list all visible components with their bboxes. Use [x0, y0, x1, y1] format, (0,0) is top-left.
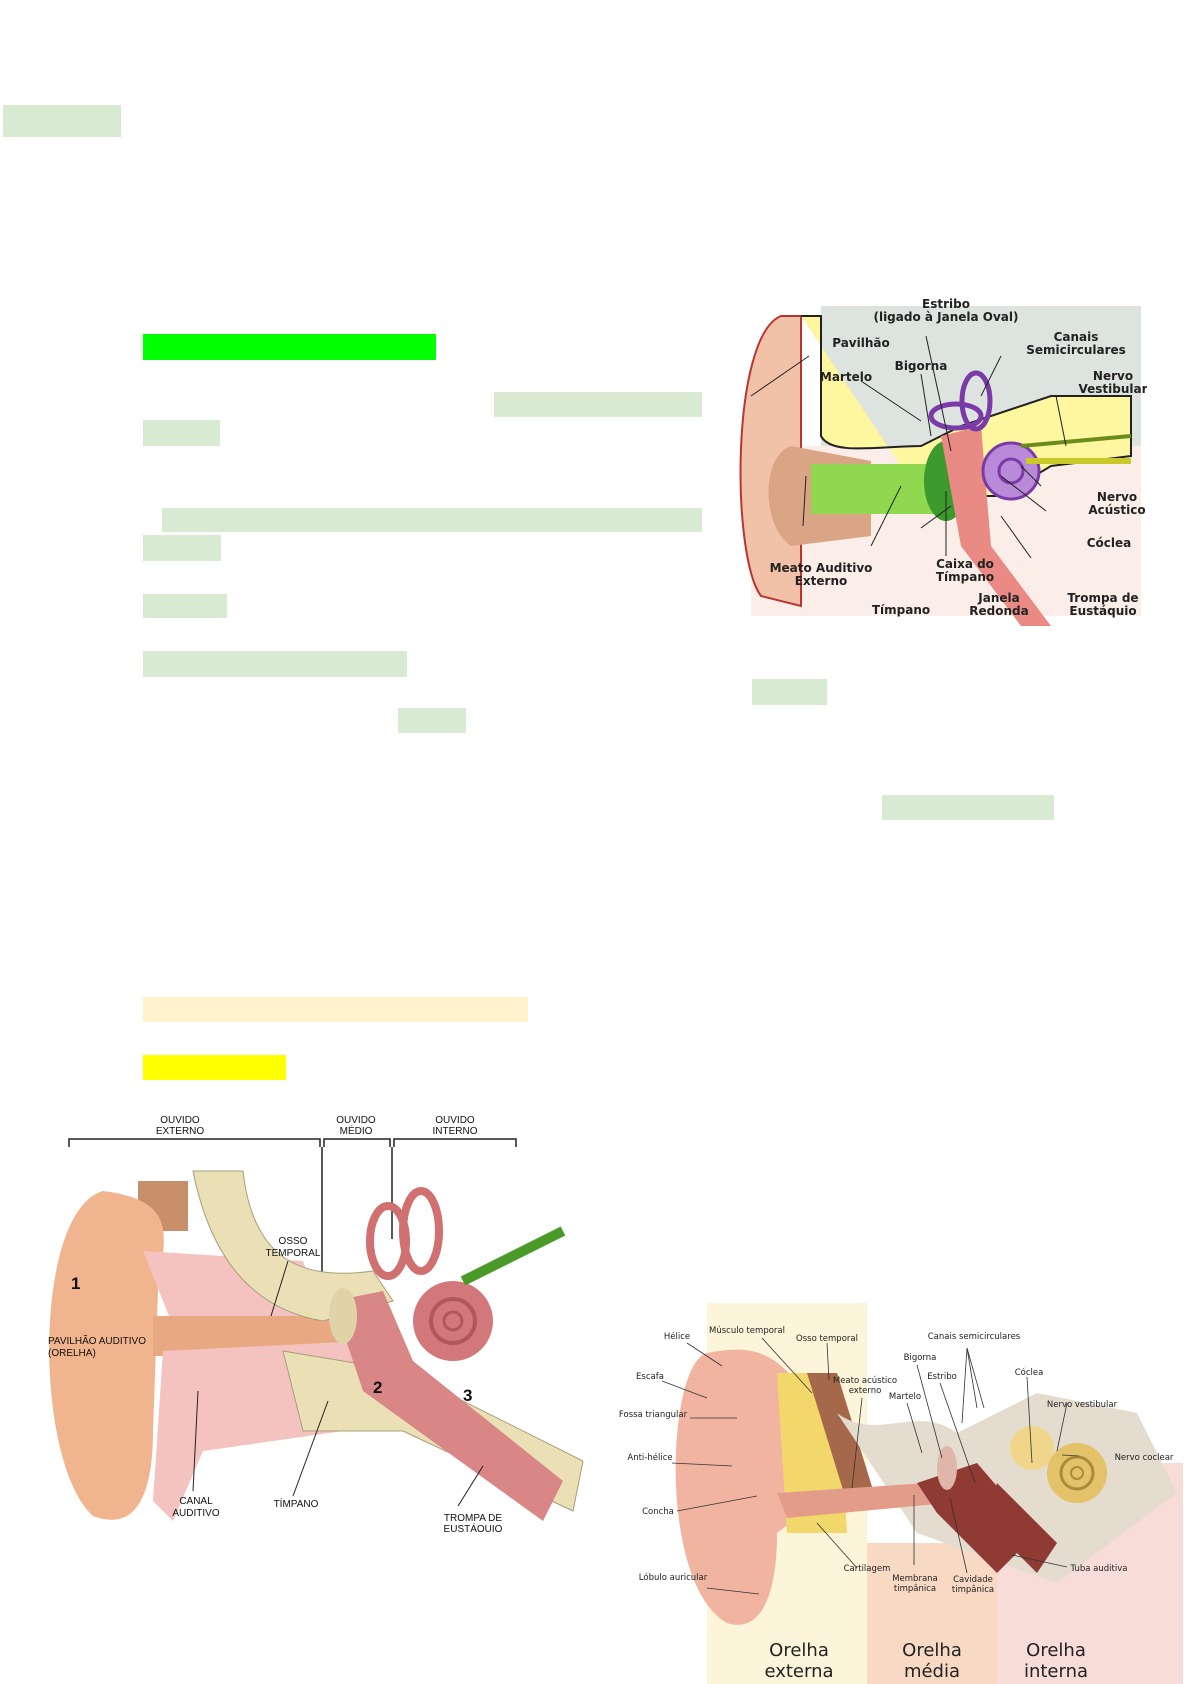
- label-caixa-2: Tímpano: [936, 570, 994, 584]
- label-concha: Concha: [642, 1507, 674, 1517]
- label-nervo-vestibular-2: Vestibular: [1078, 382, 1147, 396]
- label-janela-1: Janela: [977, 591, 1019, 605]
- label-pavilhao-2: (ORELHA): [48, 1348, 96, 1359]
- label-coclea: Cóclea: [1015, 1367, 1044, 1378]
- highlight-text: [143, 594, 227, 618]
- number-1: 1: [71, 1274, 80, 1293]
- highlight-text: [143, 420, 220, 446]
- label-osso-temporal: Osso temporal: [796, 1334, 858, 1344]
- label-pavilhao: Pavilhão: [832, 336, 890, 350]
- label-estribo: Estribo: [927, 1372, 957, 1382]
- label-nervo-acustico-1: Nervo: [1097, 490, 1137, 504]
- label-canais-semicirculares: Canais semicirculares: [928, 1332, 1021, 1342]
- label-trompa-1: Trompa de: [1067, 591, 1138, 605]
- label-musculo-temporal: Músculo temporal: [709, 1326, 785, 1336]
- ear-diagram-1: Estribo (ligado à Janela Oval) Pavilhão …: [721, 296, 1147, 628]
- highlight-text: [752, 679, 827, 705]
- label-bigorna: Bigorna: [895, 359, 948, 373]
- label-orelha-externa-1: Orelha: [769, 1640, 829, 1661]
- label-fossa-triangular: Fossa triangular: [619, 1410, 688, 1420]
- label-meato-2: externo: [849, 1386, 882, 1396]
- label-tuba-auditiva: Tuba auditiva: [1070, 1564, 1128, 1574]
- label-ouvido-externo-1: OUVIDO: [160, 1115, 200, 1126]
- number-2: 2: [373, 1378, 382, 1397]
- label-semicirculares: Semicirculares: [1026, 343, 1126, 357]
- label-ouvido-interno-2: INTERNO: [433, 1126, 478, 1137]
- label-caixa-1: Caixa do: [936, 557, 994, 571]
- label-pavilhao-1: PAVILHÃO AUDITIVO: [48, 1334, 146, 1347]
- label-meato-1: Meato Auditivo: [770, 561, 873, 575]
- highlight-text: [162, 508, 702, 532]
- label-bigorna: Bigorna: [904, 1353, 937, 1363]
- number-3: 3: [463, 1386, 472, 1405]
- label-coclea: Cóclea: [1087, 536, 1132, 550]
- label-helice: Hélice: [664, 1331, 690, 1342]
- label-ouvido-medio-1: OUVIDO: [336, 1115, 376, 1126]
- label-anti-helice: Anti-hélice: [627, 1452, 672, 1463]
- label-nervo-vestibular: Nervo vestibular: [1047, 1400, 1118, 1410]
- label-meato-1: Meato acústico: [833, 1376, 897, 1386]
- highlight-section-title: [143, 334, 436, 360]
- label-ouvido-medio-2: MÉDIO: [340, 1124, 373, 1137]
- highlight-text: [494, 392, 702, 417]
- label-escafa: Escafa: [636, 1372, 664, 1382]
- label-nervo-acustico-2: Acústico: [1088, 503, 1145, 517]
- label-membrana-2: timpânica: [894, 1584, 936, 1594]
- label-nervo-vestibular-1: Nervo: [1093, 369, 1133, 383]
- label-orelha-interna-1: Orelha: [1026, 1640, 1086, 1661]
- label-orelha-media-2: média: [904, 1661, 960, 1682]
- highlight-text: [143, 535, 221, 561]
- label-lobulo-auricular: Lóbulo auricular: [639, 1572, 708, 1583]
- label-nervo-coclear: Nervo coclear: [1115, 1453, 1174, 1463]
- label-timpano: Tímpano: [872, 603, 930, 617]
- label-janela-2: Redonda: [969, 604, 1028, 618]
- label-trompa-2: Eustáquio: [1069, 604, 1136, 618]
- label-ouvido-externo-2: EXTERNO: [156, 1126, 205, 1137]
- label-ouvido-interno-1: OUVIDO: [435, 1115, 475, 1126]
- highlight-text: [882, 795, 1054, 820]
- highlight-text: [398, 708, 466, 733]
- label-osso-temporal-2: TEMPORAL: [265, 1248, 320, 1259]
- ear-diagram-3: Hélice Músculo temporal Osso temporal Ca…: [617, 1303, 1183, 1684]
- label-martelo: Martelo: [820, 370, 872, 384]
- label-membrana-1: Membrana: [892, 1574, 938, 1584]
- label-cartilagem: Cartilagem: [844, 1564, 891, 1574]
- label-canal-1: CANAL: [179, 1496, 213, 1507]
- label-osso-temporal-1: OSSO: [279, 1236, 308, 1247]
- highlight-subtitle: [143, 1055, 286, 1080]
- label-timpano: TÍMPANO: [274, 1497, 319, 1510]
- label-orelha-externa-2: externa: [764, 1661, 833, 1682]
- label-canal-2: AUDITIVO: [172, 1508, 219, 1519]
- label-orelha-interna-2: interna: [1024, 1661, 1088, 1682]
- label-martelo: Martelo: [889, 1392, 921, 1402]
- highlight-heading: [3, 105, 121, 137]
- ear-diagram-2: OUVIDO EXTERNO OUVIDO MÉDIO OUVIDO INTER…: [43, 1101, 606, 1532]
- label-cavidade-2: timpânica: [952, 1585, 994, 1595]
- label-meato-2: Externo: [795, 574, 848, 588]
- label-orelha-media-1: Orelha: [902, 1640, 962, 1661]
- highlight-subtitle: [143, 997, 528, 1022]
- label-estribo-sub: (ligado à Janela Oval): [873, 310, 1018, 324]
- label-estribo: Estribo: [922, 297, 970, 311]
- label-trompa-1: TROMPA DE: [444, 1513, 502, 1524]
- label-trompa-2: EUSTÁQUIO: [444, 1522, 503, 1532]
- label-canais: Canais: [1054, 330, 1099, 344]
- label-cavidade-1: Cavidade: [953, 1575, 993, 1585]
- highlight-text: [143, 651, 407, 677]
